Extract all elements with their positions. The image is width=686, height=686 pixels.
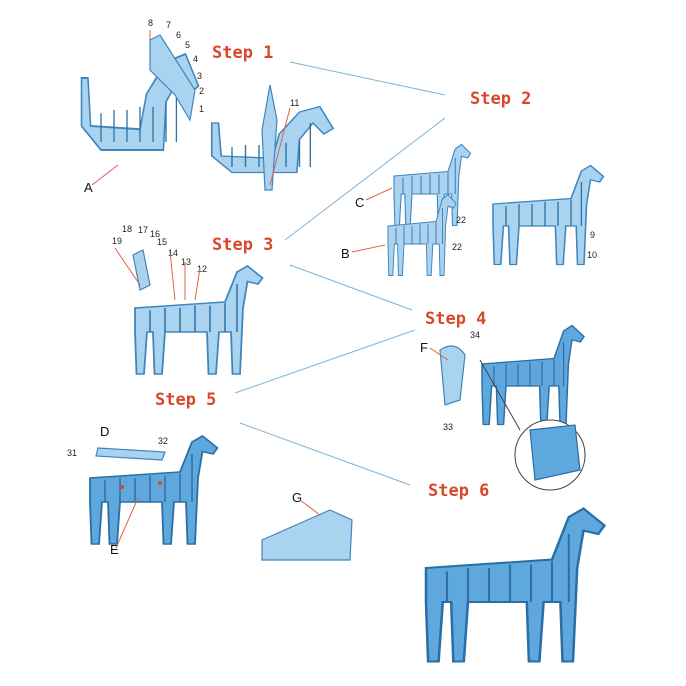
part-number: 14 — [168, 248, 178, 258]
step4-detail-joint — [529, 424, 581, 481]
part-number: 22 — [452, 242, 462, 252]
arrow-step5-step6 — [239, 422, 411, 486]
part-number: 10 — [587, 250, 597, 260]
step-5-label: Step 5 — [155, 390, 216, 410]
part-number: 31 — [67, 448, 77, 458]
step1-piece-11 — [261, 84, 278, 191]
part-number: 2 — [199, 86, 204, 96]
part-number: 32 — [158, 436, 168, 446]
part-letter-g: G — [292, 490, 302, 505]
part-number: 3 — [197, 71, 202, 81]
part-letter-b: B — [341, 246, 350, 261]
part-letter-d: D — [100, 424, 109, 439]
part-number: 13 — [181, 257, 191, 267]
part-number: 22 — [456, 215, 466, 225]
part-number: 8 — [148, 18, 153, 28]
part-letter-c: C — [355, 195, 364, 210]
arrow-step4-step5 — [234, 329, 416, 394]
other-part-numbers: 22 22 9 10 34 33 31 32 — [67, 215, 597, 458]
step1-neck-pieces — [149, 34, 196, 122]
step5-detail-g — [261, 509, 353, 561]
part-letter-e: E — [110, 542, 119, 557]
arrow-step3-step4 — [289, 264, 413, 311]
part-number: 4 — [193, 54, 198, 64]
step-1-label: Step 1 — [212, 43, 273, 63]
part-number: 33 — [443, 422, 453, 432]
part-number: 18 — [122, 224, 132, 234]
part-number: 7 — [166, 20, 171, 30]
part-number: 6 — [176, 30, 181, 40]
leader-lines — [91, 30, 449, 549]
step5-marker — [158, 481, 162, 485]
step3-part-numbers: 19 18 17 16 15 14 13 12 — [112, 224, 207, 274]
step1-part-numbers: 8 7 6 5 4 3 2 1 11 — [148, 18, 299, 114]
step-4-label: Step 4 — [425, 309, 486, 329]
step4-horse — [481, 324, 585, 426]
step4-tail-f — [439, 345, 466, 406]
part-number: 17 — [138, 225, 148, 235]
step5-marker — [120, 485, 124, 489]
step2-horse-c — [393, 143, 472, 227]
step3-piece-19 — [132, 249, 151, 291]
flow-arrows — [234, 61, 446, 486]
arrow-step1-step2 — [289, 61, 446, 96]
step-2-label: Step 2 — [470, 89, 531, 109]
part-number: 34 — [470, 330, 480, 340]
part-number: 12 — [197, 264, 207, 274]
part-number: 19 — [112, 236, 122, 246]
part-number: 15 — [157, 237, 167, 247]
step4-magnifier-line — [479, 359, 521, 431]
part-number: 9 — [590, 230, 595, 240]
part-letters: A B C D E F G — [84, 180, 428, 557]
arrow-step2-step3 — [284, 117, 446, 241]
step5-board-d — [95, 447, 166, 461]
part-number: 5 — [185, 40, 190, 50]
part-letter-f: F — [420, 340, 428, 355]
step3-horse — [134, 265, 264, 375]
step-6-label: Step 6 — [428, 481, 489, 501]
part-number: 1 — [199, 104, 204, 114]
part-letter-a: A — [84, 180, 93, 195]
part-number: 11 — [290, 98, 299, 108]
step6-finished-horse — [424, 507, 606, 663]
part-number: 16 — [150, 229, 160, 239]
step-3-label: Step 3 — [212, 235, 273, 255]
